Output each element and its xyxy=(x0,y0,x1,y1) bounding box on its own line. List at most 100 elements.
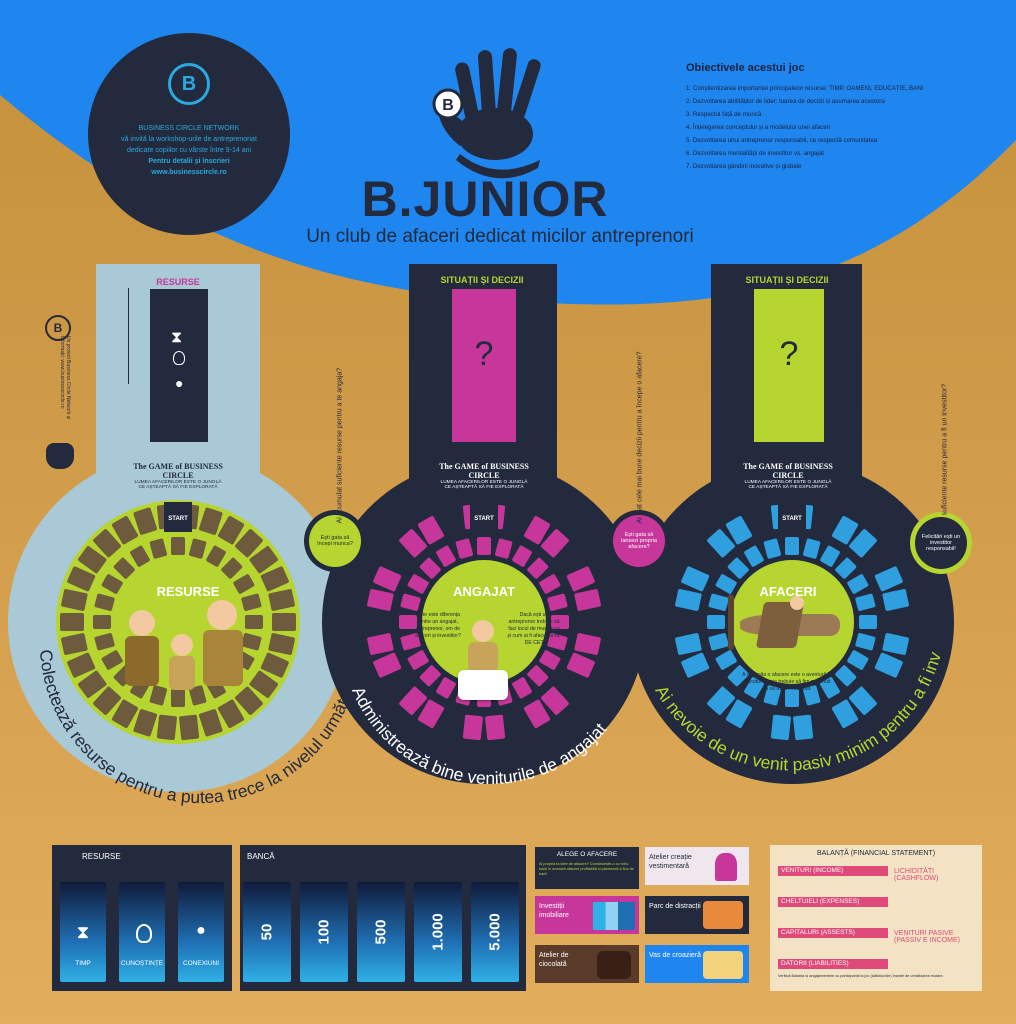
board-tile[interactable] xyxy=(859,615,877,629)
board-tile[interactable] xyxy=(681,652,710,678)
board-tile[interactable] xyxy=(793,714,814,741)
board-tile[interactable] xyxy=(417,699,445,729)
connector3-bubble[interactable]: Felicitări ești un investitor responsabi… xyxy=(910,512,972,574)
board-tile[interactable] xyxy=(462,714,483,741)
board-tile[interactable] xyxy=(785,537,799,555)
board-tile[interactable] xyxy=(417,515,445,545)
board-tile[interactable] xyxy=(205,545,226,568)
board-tile[interactable] xyxy=(863,670,893,699)
board-tile[interactable] xyxy=(419,557,442,580)
board-tile[interactable] xyxy=(129,545,150,568)
resource-card-timp[interactable]: ⧗ TIMP xyxy=(60,882,106,982)
board-tile[interactable] xyxy=(743,677,764,700)
board-tile[interactable] xyxy=(727,557,750,580)
board-tile[interactable] xyxy=(399,615,417,629)
business-card-chocolate[interactable]: Atelier de ciocolată xyxy=(535,945,639,983)
board-tile[interactable] xyxy=(113,557,136,580)
board-tile[interactable] xyxy=(233,573,256,594)
board-tile[interactable] xyxy=(260,652,289,678)
balance-row-income[interactable]: VENITURI (INCOME) xyxy=(778,866,888,876)
board-tile[interactable] xyxy=(855,593,876,611)
board-tile[interactable] xyxy=(171,537,185,555)
board-tile[interactable] xyxy=(874,566,903,592)
board-tile[interactable] xyxy=(707,615,725,629)
board-tile[interactable] xyxy=(373,652,402,678)
board-tile[interactable] xyxy=(400,633,421,651)
board-tile[interactable] xyxy=(523,699,551,729)
board-tile[interactable] xyxy=(675,633,702,656)
board-tile[interactable] xyxy=(803,685,821,706)
board-tile[interactable] xyxy=(156,714,177,741)
board-tile[interactable] xyxy=(504,507,529,535)
board-tile[interactable] xyxy=(241,593,262,611)
board-tile[interactable] xyxy=(812,709,837,737)
board-tile[interactable] xyxy=(198,709,223,737)
board-tile[interactable] xyxy=(763,685,781,706)
board-tile[interactable] xyxy=(260,566,289,592)
business-card-realestate[interactable]: Investiții imobiliare xyxy=(535,896,639,934)
bank-note-500[interactable]: 500 xyxy=(357,882,405,982)
board-tile[interactable] xyxy=(485,714,506,741)
board-tile[interactable] xyxy=(540,686,569,716)
board-tile[interactable] xyxy=(831,515,859,545)
board-tile[interactable] xyxy=(149,538,167,559)
board-tile[interactable] xyxy=(92,686,121,716)
board-tile[interactable] xyxy=(708,593,729,611)
start-tile[interactable] xyxy=(164,502,192,532)
board-tile[interactable] xyxy=(217,699,245,729)
board-tile[interactable] xyxy=(743,545,764,568)
board-tile[interactable] xyxy=(245,615,263,629)
board-tile[interactable] xyxy=(539,573,562,594)
board-tile[interactable] xyxy=(67,566,96,592)
board-tile[interactable] xyxy=(691,670,721,699)
board-tile[interactable] xyxy=(217,515,245,545)
board-tile[interactable] xyxy=(94,633,115,651)
board-tile[interactable] xyxy=(407,573,430,594)
board-tile[interactable] xyxy=(681,566,710,592)
board-tile[interactable] xyxy=(60,613,84,631)
start-tile[interactable] xyxy=(778,502,806,532)
board-tile[interactable] xyxy=(93,615,111,629)
board-tile[interactable] xyxy=(367,633,394,656)
board-tile[interactable] xyxy=(855,633,876,651)
board-tile[interactable] xyxy=(578,613,602,631)
board-tile[interactable] xyxy=(61,589,88,612)
board-tile[interactable] xyxy=(547,633,568,651)
board-tile[interactable] xyxy=(504,709,529,737)
board-tile[interactable] xyxy=(77,545,107,574)
board-tile[interactable] xyxy=(886,613,910,631)
business-card-cruise[interactable]: Vas de croazieră xyxy=(645,945,749,983)
board-tile[interactable] xyxy=(715,649,738,670)
board-tile[interactable] xyxy=(848,528,877,558)
board-tile[interactable] xyxy=(675,589,702,612)
board-tile[interactable] xyxy=(874,652,903,678)
board-tile[interactable] xyxy=(511,677,532,700)
board-tile[interactable] xyxy=(373,566,402,592)
board-tile[interactable] xyxy=(455,538,473,559)
board-tile[interactable] xyxy=(383,545,413,574)
board-tile[interactable] xyxy=(708,633,729,651)
board-tile[interactable] xyxy=(133,709,158,737)
board-tile[interactable] xyxy=(715,573,738,594)
board-tile[interactable] xyxy=(555,545,585,574)
board-tile[interactable] xyxy=(249,670,279,699)
board-tile[interactable] xyxy=(831,699,859,729)
board-tile[interactable] xyxy=(706,686,735,716)
invite-url[interactable]: www.businesscircle.ro xyxy=(151,169,227,176)
board-tile[interactable] xyxy=(268,589,295,612)
board-tile[interactable] xyxy=(111,515,139,545)
board-tile[interactable] xyxy=(819,545,840,568)
board-tile[interactable] xyxy=(674,613,698,631)
board-tile[interactable] xyxy=(234,686,263,716)
board-tile[interactable] xyxy=(727,664,750,687)
board-tile[interactable] xyxy=(574,589,601,612)
board-tile[interactable] xyxy=(725,699,753,729)
board-tile[interactable] xyxy=(189,538,207,559)
resource-card-conexiuni[interactable]: ● CONEXIUNI xyxy=(178,882,224,982)
board-tile[interactable] xyxy=(398,686,427,716)
board-tile[interactable] xyxy=(101,573,124,594)
board-tile[interactable] xyxy=(763,538,781,559)
board-tile[interactable] xyxy=(171,689,185,707)
board-tile[interactable] xyxy=(179,714,200,741)
board-tile[interactable] xyxy=(547,593,568,611)
